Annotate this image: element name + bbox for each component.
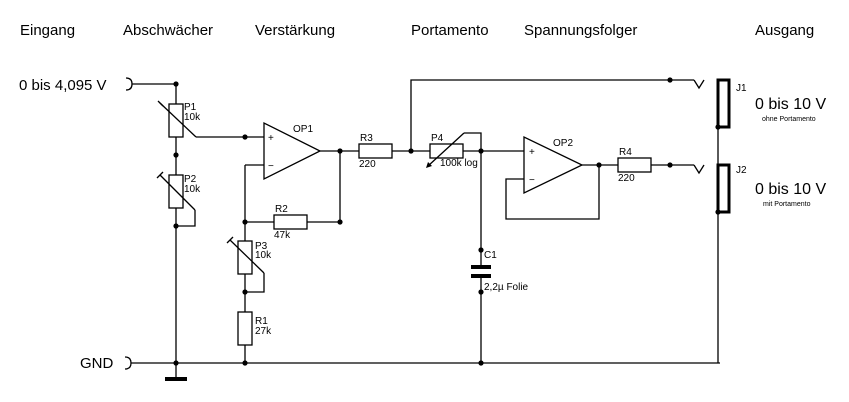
j2-name: J2: [736, 165, 747, 176]
p1-name: P1: [184, 102, 197, 113]
header-portamento: Portamento: [411, 22, 489, 39]
op2-name: OP2: [553, 138, 573, 149]
r1-name: R1: [255, 316, 268, 327]
r3-name: R3: [360, 133, 373, 144]
output-jack-j2: J2 0 bis 10 V mit Portamento: [715, 163, 826, 215]
r4-name: R4: [619, 147, 632, 158]
r3-value: 220: [359, 159, 376, 170]
opamp-op2: + − OP2: [523, 135, 584, 195]
r2-value: 47k: [274, 230, 291, 241]
p3-value: 10k: [255, 250, 272, 261]
potentiometer-p3: P3 10k: [226, 236, 272, 293]
opamp-op1: + − OP1: [263, 121, 322, 181]
ground-connector-icon: [124, 356, 132, 370]
header-verstaerkung: Verstärkung: [255, 22, 335, 39]
resistor-r2: R2 47k: [245, 204, 340, 241]
p4-name: P4: [431, 133, 444, 144]
input-terminal: 0 bis 4,095 V: [19, 77, 176, 94]
ground-symbol-icon: [165, 377, 187, 381]
op1-name: OP1: [293, 124, 313, 135]
header-eingang: Eingang: [20, 22, 75, 39]
j1-range: 0 bis 10 V: [755, 96, 826, 113]
j1-note: ohne Portamento: [762, 116, 816, 123]
j2-note: mit Portamento: [763, 201, 811, 208]
resistor-r3: R3 220: [358, 133, 393, 170]
ground-terminal: GND: [80, 355, 132, 372]
input-label: 0 bis 4,095 V: [19, 77, 107, 94]
r2-name: R2: [275, 204, 288, 215]
capacitor-c1: C1 2,2µ Folie: [471, 247, 529, 295]
svg-text:+: +: [529, 147, 535, 158]
j1-name: J1: [736, 83, 747, 94]
svg-text:+: +: [268, 133, 274, 144]
c1-name: C1: [484, 250, 497, 261]
svg-text:−: −: [529, 175, 535, 186]
ground-label: GND: [80, 355, 114, 372]
output-jack-j1: J1 0 bis 10 V ohne Portamento: [715, 78, 826, 130]
p1-value: 10k: [184, 112, 201, 123]
c1-value: 2,2µ Folie: [484, 282, 529, 293]
p2-name: P2: [184, 174, 197, 185]
p2-value: 10k: [184, 184, 201, 195]
header-ausgang: Ausgang: [755, 22, 814, 39]
p4-value: 100k log: [440, 158, 478, 169]
potentiometer-p1: P1 10k: [157, 100, 240, 138]
header-spannungsfolger: Spannungsfolger: [524, 22, 637, 39]
resistor-r1: R1 27k: [237, 311, 272, 346]
header-abschwaecher: Abschwächer: [123, 22, 213, 39]
svg-text:−: −: [268, 161, 274, 172]
r1-value: 27k: [255, 326, 272, 337]
j2-range: 0 bis 10 V: [755, 181, 826, 198]
potentiometer-p2: P2 10k: [156, 171, 201, 227]
r4-value: 220: [618, 173, 635, 184]
input-connector-icon: [125, 77, 133, 91]
resistor-r4: R4 220: [617, 147, 652, 184]
p3-name: P3: [255, 241, 268, 252]
